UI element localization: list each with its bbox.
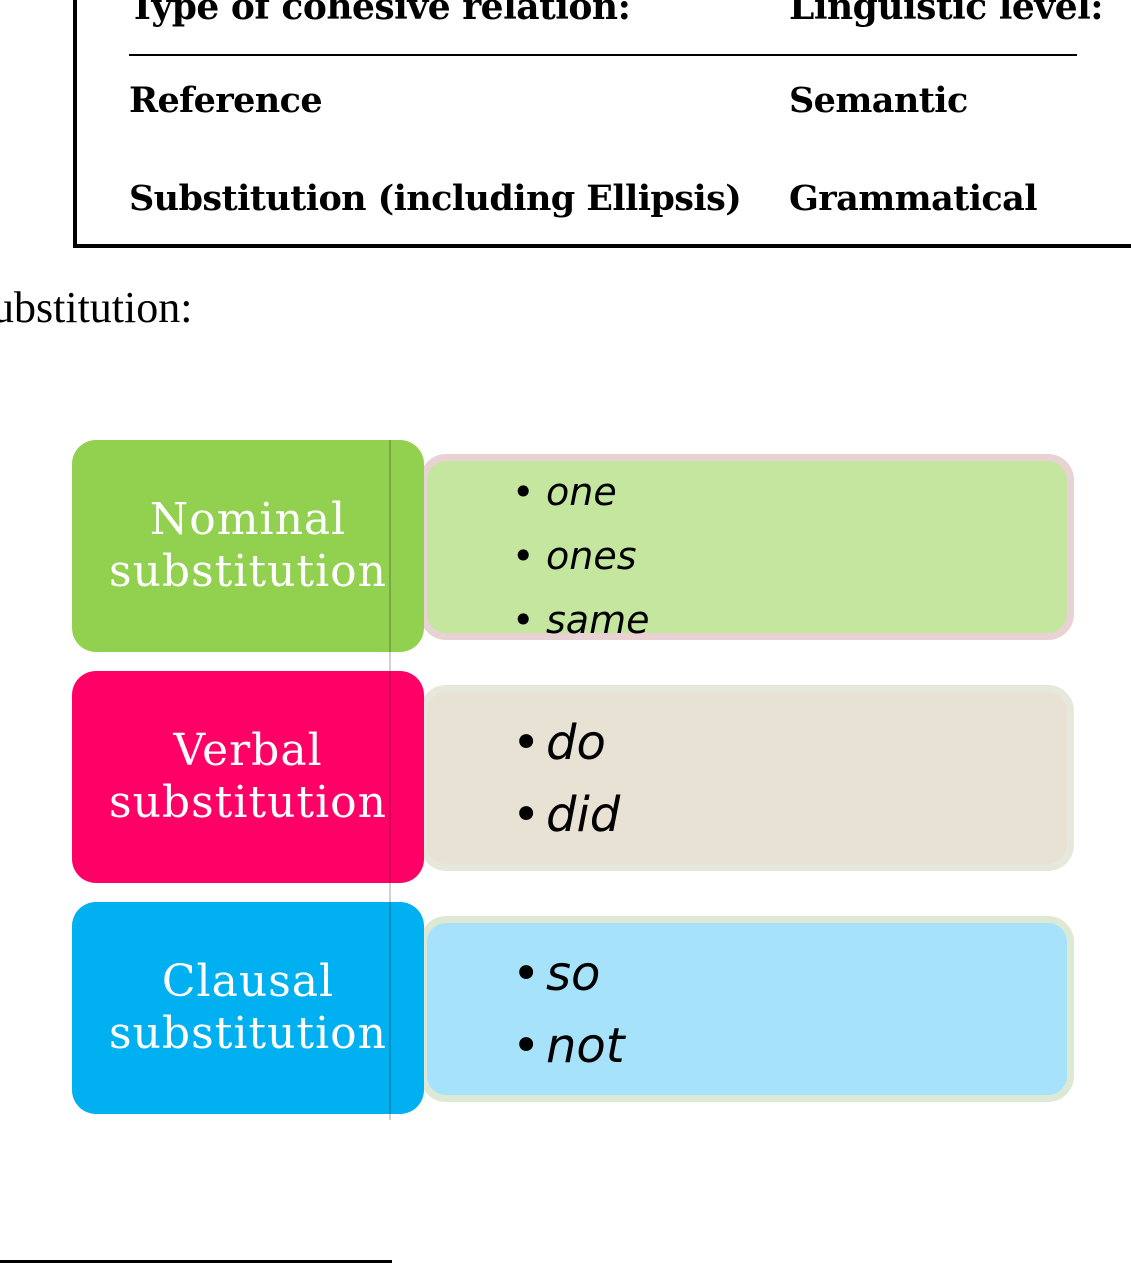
table-header-type: Type of cohesive relation: bbox=[129, 0, 631, 28]
item-text: do bbox=[546, 715, 606, 771]
clausal-label-box: Clausal substitution bbox=[72, 902, 424, 1114]
list-item: •one bbox=[512, 460, 649, 524]
verbal-label-line-2: substitution bbox=[108, 777, 388, 828]
clausal-items-panel bbox=[420, 916, 1074, 1102]
verbal-item-list: •do •did bbox=[512, 707, 620, 851]
item-text: so bbox=[546, 946, 601, 1002]
verbal-items-panel bbox=[420, 685, 1074, 871]
list-item: •did bbox=[512, 779, 620, 851]
diagram-row-clausal: Clausal substitution •so •not bbox=[0, 902, 1131, 1116]
bullet-icon: • bbox=[512, 1018, 541, 1074]
clausal-item-list: •so •not bbox=[512, 938, 625, 1082]
clausal-label-line-1: Clausal bbox=[161, 956, 335, 1007]
table-cell-semantic: Semantic bbox=[789, 80, 968, 121]
page-seam-divider bbox=[389, 440, 391, 1120]
bullet-icon: • bbox=[512, 598, 535, 642]
verbal-label-line-1: Verbal bbox=[173, 725, 323, 776]
section-heading: ubstitution: bbox=[0, 283, 193, 332]
table-header-rule bbox=[129, 54, 1077, 56]
bullet-icon: • bbox=[512, 534, 535, 578]
item-text: one bbox=[546, 470, 617, 514]
table-cell-reference: Reference bbox=[129, 80, 323, 121]
table-cell-grammatical: Grammatical bbox=[789, 178, 1038, 219]
list-item: •same bbox=[512, 588, 649, 652]
cohesion-table: Type of cohesive relation: Linguistic le… bbox=[73, 0, 1131, 248]
nominal-label-line-2: substitution bbox=[108, 546, 388, 597]
list-item: •not bbox=[512, 1010, 625, 1082]
verbal-label-box: Verbal substitution bbox=[72, 671, 424, 883]
item-text: ones bbox=[546, 534, 637, 578]
bullet-icon: • bbox=[512, 715, 541, 771]
list-item: •do bbox=[512, 707, 620, 779]
diagram-row-nominal: Nominal substitution •one •ones •same bbox=[0, 440, 1131, 654]
list-item: •ones bbox=[512, 524, 649, 588]
item-text: not bbox=[546, 1018, 625, 1074]
nominal-items-panel bbox=[420, 454, 1074, 640]
clausal-label-line-2: substitution bbox=[108, 1008, 388, 1059]
nominal-label-box: Nominal substitution bbox=[72, 440, 424, 652]
table-cell-substitution: Substitution (including Ellipsis) bbox=[129, 178, 742, 219]
diagram-row-verbal: Verbal substitution •do •did bbox=[0, 671, 1131, 885]
bullet-icon: • bbox=[512, 787, 541, 843]
item-text: same bbox=[546, 598, 650, 642]
table-header-level: Linguistic level: bbox=[789, 0, 1104, 28]
bullet-icon: • bbox=[512, 470, 535, 514]
footnote-separator bbox=[0, 1260, 392, 1263]
bullet-icon: • bbox=[512, 946, 541, 1002]
nominal-label-line-1: Nominal bbox=[149, 494, 347, 545]
list-item: •so bbox=[512, 938, 625, 1010]
item-text: did bbox=[546, 787, 621, 843]
nominal-item-list: •one •ones •same bbox=[512, 460, 649, 652]
